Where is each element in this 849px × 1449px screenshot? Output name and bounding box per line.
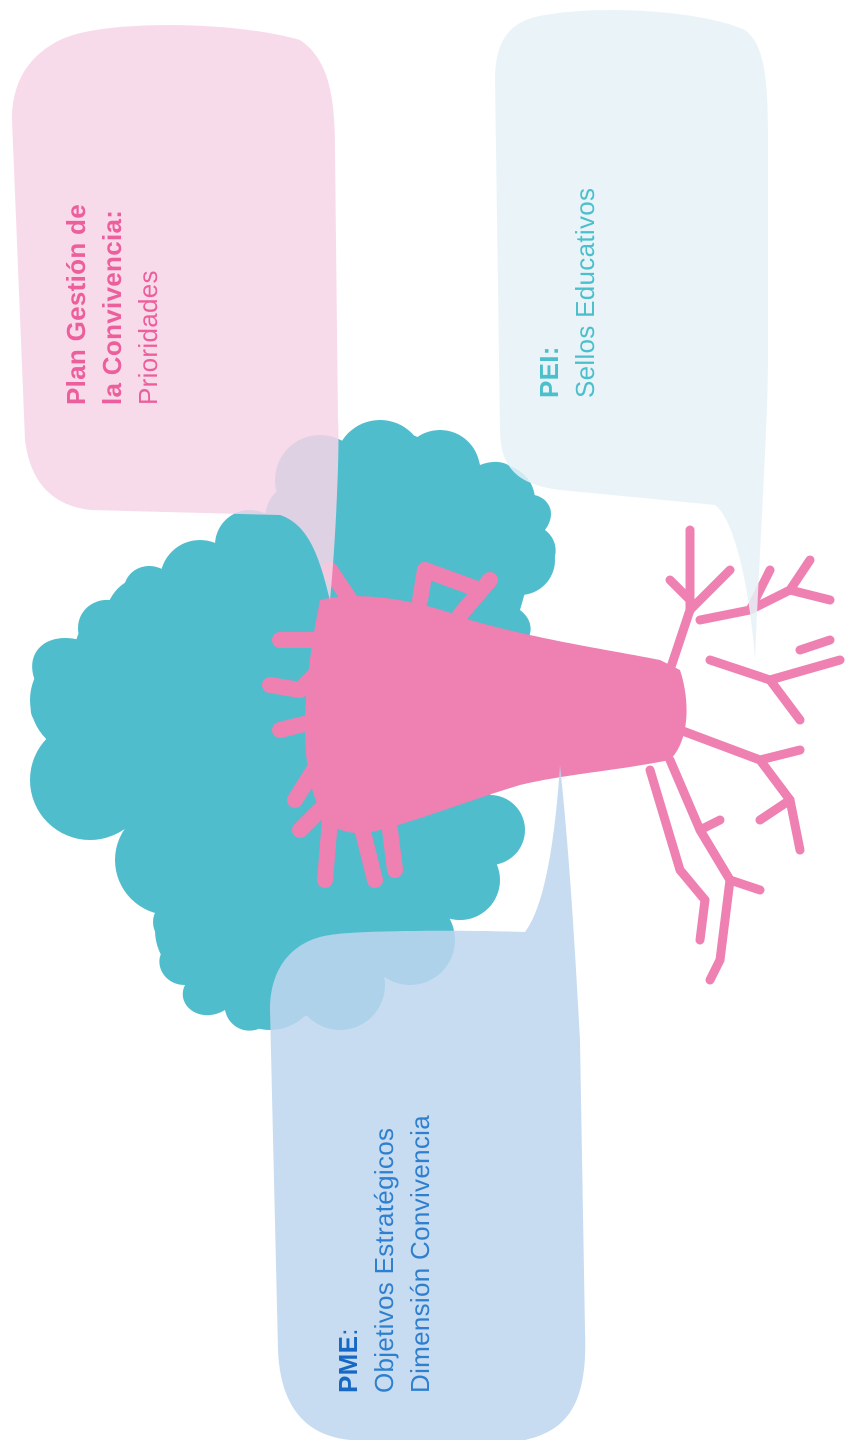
- pme-objetivos: Objetivos Estratégicos: [366, 1115, 402, 1393]
- pme-text: PME: Objetivos Estratégicos Dimensión Co…: [330, 1115, 438, 1393]
- pme-dimension: Dimensión Convivencia: [402, 1115, 438, 1393]
- pei-sellos: Sellos Educativos: [567, 188, 603, 398]
- pme-label-line: PME:: [330, 1115, 366, 1393]
- convivencia-line-3: Prioridades: [130, 204, 166, 405]
- convivencia-line-2: la Convivencia:: [94, 204, 130, 405]
- convivencia-line-1: Plan Gestión de: [58, 204, 94, 405]
- pme-label: PME: [333, 1336, 363, 1393]
- convivencia-text: Plan Gestión de la Convivencia: Priorida…: [58, 204, 166, 405]
- pei-label: PEI:: [531, 188, 567, 398]
- pme-colon: :: [333, 1328, 363, 1336]
- pei-text: PEI: Sellos Educativos: [531, 188, 603, 398]
